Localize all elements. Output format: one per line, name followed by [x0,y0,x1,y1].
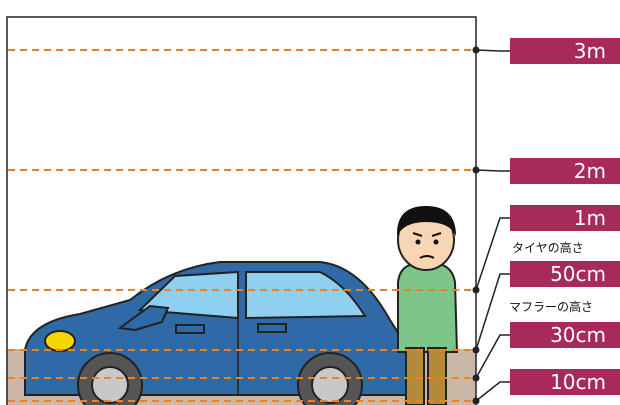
label-2m: 2m [573,159,606,183]
frame [6,16,477,405]
label-bar-bg [510,38,620,64]
leader-line [475,49,510,52]
car-illustration [24,261,412,405]
label-bar-bg [510,322,620,348]
leader-line [475,273,510,351]
label-10cm: 10cm [550,370,606,394]
caption-muffler-height: マフラーの高さ [509,300,594,314]
leader-line [475,217,510,291]
leader-line [475,334,510,379]
label-30cm: 30cm [550,323,606,347]
label-3m: 3m [573,39,606,63]
leader-line [475,169,510,172]
leader-line [475,381,510,402]
reference-lines [8,46,510,405]
label-bar-bg [510,369,620,395]
caption-tire-height: タイヤの高さ [512,241,584,255]
person-illustration [396,206,459,405]
label-bar-bg [510,158,620,184]
label-1m: 1m [573,206,606,230]
label-bars [510,38,620,395]
label-bar-bg [510,261,620,287]
label-50cm: 50cm [550,262,606,286]
label-bar-bg [510,205,620,231]
